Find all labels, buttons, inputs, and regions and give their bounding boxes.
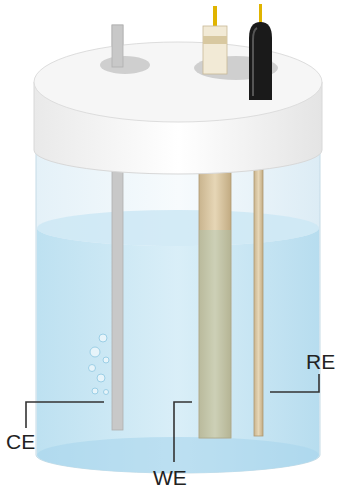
cap-top xyxy=(34,42,322,122)
electrode-label: RE xyxy=(306,351,335,372)
electrode-label: WE xyxy=(153,467,187,488)
gas-bubbles xyxy=(89,334,110,395)
electrode-label: CE xyxy=(6,431,35,452)
cap-hole xyxy=(100,56,150,74)
electrode-holder xyxy=(203,26,227,74)
electrolyte xyxy=(37,228,319,473)
beaker-glass xyxy=(36,150,320,473)
leader-line xyxy=(26,374,319,462)
electrolyte-surface xyxy=(37,210,319,246)
reference-cap xyxy=(249,22,272,100)
